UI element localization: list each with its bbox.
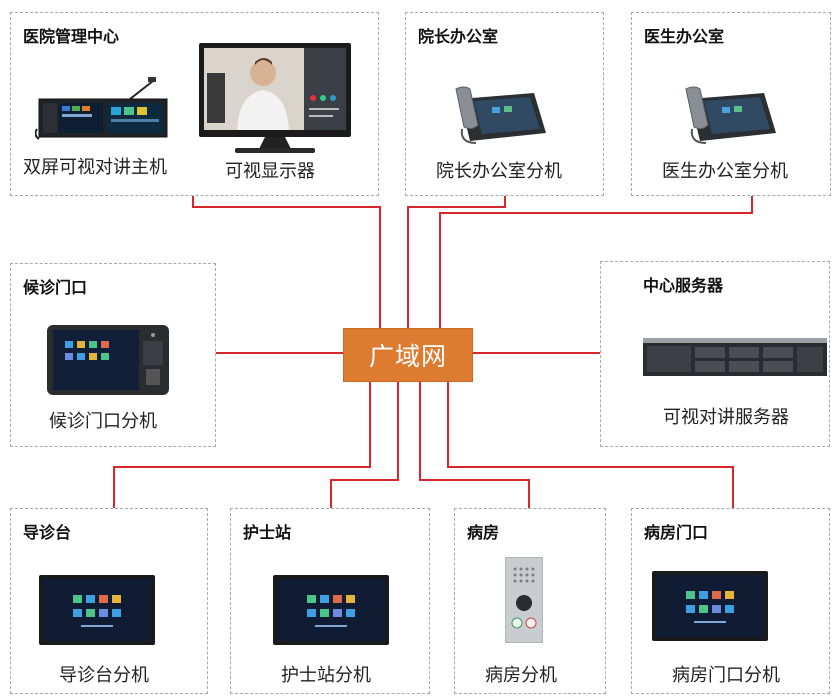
group-management: 医院管理中心 双屏可视对讲主机 可视显示器 bbox=[10, 12, 379, 196]
link-ward bbox=[419, 382, 530, 508]
link-dean bbox=[407, 195, 506, 328]
server-rack-icon bbox=[643, 338, 827, 376]
group-title: 院长办公室 bbox=[418, 27, 499, 46]
link-management bbox=[192, 195, 381, 328]
group-ward-door: 病房门口 病房门口分机 bbox=[631, 508, 830, 694]
group-title: 导诊台 bbox=[23, 523, 72, 542]
wan-hub: 广域网 bbox=[343, 328, 473, 382]
group-guide-desk: 导诊台 导诊台分机 bbox=[10, 508, 208, 694]
device-label: 病房门口分机 bbox=[672, 665, 780, 686]
device-label: 候诊门口分机 bbox=[49, 411, 157, 432]
link-guide bbox=[113, 382, 371, 508]
device-label: 双屏可视对讲主机 bbox=[23, 157, 167, 178]
group-doctor-office: 医生办公室 医生办公室分机 bbox=[631, 12, 831, 196]
group-title: 病房门口 bbox=[644, 523, 709, 542]
tablet-terminal-icon bbox=[652, 571, 768, 641]
link-doctor bbox=[439, 195, 753, 328]
device-label: 护士站分机 bbox=[281, 665, 371, 686]
tablet-terminal-icon bbox=[39, 575, 155, 645]
device-label: 病房分机 bbox=[485, 665, 557, 686]
link-ward-door bbox=[447, 382, 734, 508]
group-nurse-station: 护士站 护士站分机 bbox=[230, 508, 430, 694]
device-label: 可视对讲服务器 bbox=[663, 407, 789, 428]
group-central-server: 中心服务器 可视对讲服务器 bbox=[600, 261, 830, 447]
device-label: 院长办公室分机 bbox=[436, 161, 562, 182]
device-label: 导诊台分机 bbox=[59, 665, 149, 686]
group-title: 候诊门口 bbox=[23, 278, 88, 297]
device-label: 医生办公室分机 bbox=[662, 161, 788, 182]
video-monitor-icon bbox=[199, 43, 351, 153]
link-nurse bbox=[330, 382, 399, 508]
group-ward: 病房 病房分机 bbox=[454, 508, 606, 694]
group-title: 医生办公室 bbox=[644, 27, 725, 46]
group-title: 中心服务器 bbox=[643, 276, 724, 295]
desk-phone-icon bbox=[685, 86, 776, 144]
group-title: 病房 bbox=[467, 523, 500, 542]
hub-label: 广域网 bbox=[368, 342, 447, 371]
group-dean-office: 院长办公室 院长办公室分机 bbox=[405, 12, 604, 196]
desk-phone-icon bbox=[455, 86, 546, 144]
group-waiting-door: 候诊门口 候诊门口分机 bbox=[10, 263, 216, 447]
tablet-terminal-icon bbox=[273, 575, 389, 645]
wall-panel-icon bbox=[47, 325, 169, 395]
device-label: 可视显示器 bbox=[225, 161, 315, 182]
dual-screen-host-icon bbox=[35, 77, 168, 140]
ward-intercom-icon bbox=[505, 557, 543, 643]
group-title: 医院管理中心 bbox=[23, 27, 120, 46]
group-title: 护士站 bbox=[243, 523, 292, 542]
